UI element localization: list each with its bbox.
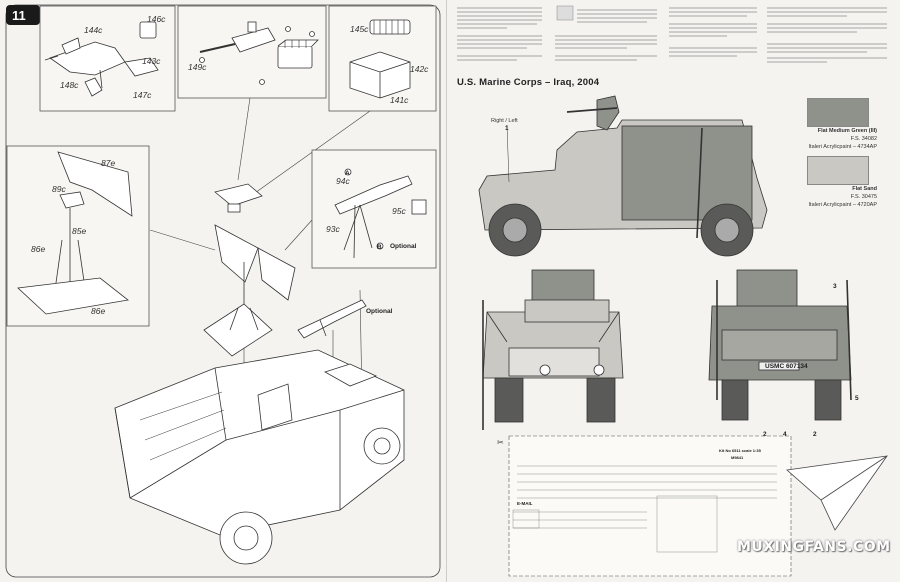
swatch-flat-sand xyxy=(807,156,869,185)
color-fs-2: F.S. 30475 xyxy=(850,194,877,200)
tripod-gun-drawing xyxy=(334,168,427,259)
color-italeri-2: Italeri Acrylicpaint – 4720AP xyxy=(808,202,877,208)
section-title: U.S. Marine Corps – Iraq, 2004 xyxy=(457,77,600,88)
order-form-border xyxy=(508,435,792,577)
marker-a: A xyxy=(345,170,350,177)
part-label-143c: 143c xyxy=(142,56,161,66)
humvee-color-profiles: 1 USMC 607134 3 2 4 xyxy=(478,95,888,577)
page-frame xyxy=(5,4,441,578)
view-label: Right / Left xyxy=(491,118,518,124)
part-label-86e-right: 86e xyxy=(91,306,105,316)
part-label-145c: 145c xyxy=(350,24,369,34)
step-number: 11 xyxy=(12,8,26,23)
humvee-front-view xyxy=(482,269,624,430)
part-label-87e: 87e xyxy=(101,158,115,168)
multilingual-instruction-text xyxy=(457,5,887,63)
part-label-144c: 144c xyxy=(84,25,103,35)
color-italeri-1: Italeri Acrylicpaint – 4734AP xyxy=(808,144,877,150)
optional-label-rifle: Optional xyxy=(366,308,393,315)
optional-label-tripod: Optional xyxy=(390,243,417,250)
form-fields[interactable] xyxy=(512,465,777,553)
ammo-box-drawing xyxy=(349,19,411,99)
callout-4: 4 xyxy=(783,431,787,438)
decal-plate-number: USMC 607134 xyxy=(765,363,808,370)
part-label-146c: 146c xyxy=(147,14,166,24)
left-page: 11 144c 146c 143c 148c 147c 149c 145c xyxy=(0,0,447,582)
part-label-93c: 93c xyxy=(326,224,340,234)
callout-2a: 2 xyxy=(763,431,767,438)
part-label-94c: 94c xyxy=(336,176,350,186)
humvee-rear-view xyxy=(708,269,852,421)
form-email-label: E-MAIL xyxy=(517,501,533,506)
form-kit-ref: Kit No 6511 scale 1:35 xyxy=(719,448,762,453)
paper-plane-logo xyxy=(786,455,888,531)
part-label-149c: 149c xyxy=(188,62,207,72)
callout-1: 1 xyxy=(505,125,509,132)
part-label-85e: 85e xyxy=(72,226,86,236)
callout-3: 3 xyxy=(833,283,837,290)
step-badge xyxy=(6,5,40,25)
callout-2b: 2 xyxy=(813,431,817,438)
machine-gun-drawing xyxy=(199,21,319,85)
part-label-86e-left: 86e xyxy=(31,244,45,254)
right-page: U.S. Marine Corps – Iraq, 2004 Right / L… xyxy=(447,0,900,582)
color-fs-1: F.S. 34082 xyxy=(850,136,877,142)
part-label-141c: 141c xyxy=(390,95,409,105)
decal-soak-icon xyxy=(556,5,574,21)
swatch-flat-medium-green xyxy=(807,98,869,127)
part-label-147c: 147c xyxy=(133,90,152,100)
callout-5: 5 xyxy=(855,395,859,402)
part-label-95c: 95c xyxy=(392,206,406,216)
marker-b: B xyxy=(377,244,382,251)
gun-mount-drawing xyxy=(44,21,159,97)
humvee-side-view xyxy=(478,95,768,257)
optional-rifle-drawing xyxy=(297,299,367,339)
part-label-142c: 142c xyxy=(410,64,429,74)
watermark: MUXINGFANS.COM xyxy=(737,539,891,555)
central-assembly-drawing xyxy=(203,183,296,357)
text-lines xyxy=(457,7,887,63)
assembly-step-11-diagram: 11 144c 146c 143c 148c 147c 149c 145c xyxy=(5,4,441,578)
shield-mount-drawing xyxy=(17,151,133,315)
color-name-2: Flat Sand xyxy=(852,186,877,192)
part-label-148c: 148c xyxy=(60,80,79,90)
vehicle-body-drawing xyxy=(114,349,405,565)
scissors-icon: ✂ xyxy=(497,438,504,447)
part-label-89c: 89c xyxy=(52,184,66,194)
form-code: M9841 xyxy=(731,455,744,460)
color-name-1: Flat Medium Green (III) xyxy=(817,128,877,134)
